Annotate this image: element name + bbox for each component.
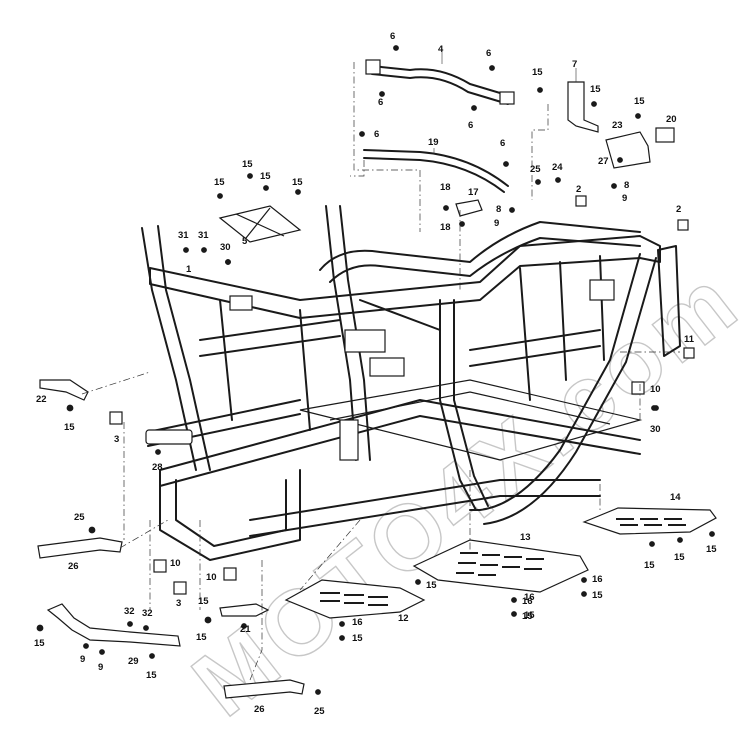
callout-18: 18 xyxy=(440,182,451,193)
callout-6: 6 xyxy=(468,120,473,131)
callout-15: 15 xyxy=(146,670,157,681)
part-17-bracket xyxy=(455,199,483,217)
callout-3: 3 xyxy=(114,434,119,445)
part-10-pads xyxy=(575,195,695,395)
callout-14: 14 xyxy=(670,492,681,503)
callout-30: 30 xyxy=(650,424,661,435)
callout-6: 6 xyxy=(500,138,505,149)
callout-30: 30 xyxy=(220,242,231,253)
callout-28: 28 xyxy=(152,462,163,473)
callout-15: 15 xyxy=(242,159,253,170)
part-23-bracket xyxy=(605,127,675,169)
callout-15: 15 xyxy=(198,596,209,607)
part-14-skid-plate xyxy=(582,507,717,535)
callout-25: 25 xyxy=(530,164,541,175)
callout-11: 11 xyxy=(684,334,695,345)
callout-9: 9 xyxy=(80,654,85,665)
callout-8: 8 xyxy=(496,204,501,215)
callout-15: 15 xyxy=(522,611,533,622)
main-frame xyxy=(141,205,681,561)
part-21-bracket xyxy=(219,603,270,617)
callout-15: 15 xyxy=(426,580,437,591)
callout-25: 25 xyxy=(314,706,325,717)
callout-19: 19 xyxy=(428,137,439,148)
callout-29: 29 xyxy=(128,656,139,667)
callout-22: 22 xyxy=(36,394,47,405)
callout-16: 16 xyxy=(522,596,533,607)
callout-24: 24 xyxy=(552,162,563,173)
callout-1: 1 xyxy=(186,264,192,275)
watermark: MOTO4X.com xyxy=(175,248,750,736)
callout-15: 15 xyxy=(34,638,45,649)
callout-15: 15 xyxy=(214,177,225,188)
callout-4: 4 xyxy=(438,44,444,55)
part-5-plate xyxy=(218,205,302,243)
part-7-bracket xyxy=(567,81,599,133)
callout-15: 15 xyxy=(590,84,601,95)
part-26-lower-tube xyxy=(223,679,305,699)
callout-6: 6 xyxy=(374,129,379,140)
callout-15: 15 xyxy=(592,590,603,601)
callout-9: 9 xyxy=(494,218,499,229)
callout-20: 20 xyxy=(666,114,677,125)
callout-labels: 6 4 6 6 6 15 7 15 15 20 23 27 6 19 6 25 … xyxy=(34,31,717,717)
callout-13: 13 xyxy=(520,532,531,543)
callout-31: 31 xyxy=(178,230,189,241)
callout-15: 15 xyxy=(292,177,303,188)
callout-32: 32 xyxy=(142,608,153,619)
bolts xyxy=(36,45,715,695)
callout-27: 27 xyxy=(598,156,609,167)
callout-31: 31 xyxy=(198,230,209,241)
callout-2: 2 xyxy=(676,204,681,215)
callout-9: 9 xyxy=(98,662,103,673)
callout-16: 16 xyxy=(524,592,535,603)
part-4-bar xyxy=(365,59,515,105)
callout-17: 17 xyxy=(468,187,479,198)
callout-6: 6 xyxy=(390,31,395,42)
callout-5: 5 xyxy=(242,236,248,247)
callout-16: 16 xyxy=(592,574,603,585)
callout-3: 3 xyxy=(176,598,181,609)
callout-2: 2 xyxy=(576,184,581,195)
part-3-pads xyxy=(109,411,237,595)
callout-15: 15 xyxy=(352,633,363,644)
callout-15: 15 xyxy=(674,552,685,563)
callout-6: 6 xyxy=(378,97,383,108)
part-12-skid-plate xyxy=(284,579,426,619)
part-29-bracket xyxy=(46,603,181,647)
callout-9: 9 xyxy=(622,193,627,204)
callout-15: 15 xyxy=(634,96,645,107)
callout-18: 18 xyxy=(440,222,451,233)
callout-8: 8 xyxy=(624,180,629,191)
callout-25: 25 xyxy=(74,512,85,523)
callout-15: 15 xyxy=(260,171,271,182)
callout-15: 15 xyxy=(64,422,75,433)
part-13-skid-plate xyxy=(412,539,589,593)
callout-16: 16 xyxy=(352,617,363,628)
callout-23: 23 xyxy=(612,120,623,131)
callout-32: 32 xyxy=(124,606,135,617)
callout-21: 21 xyxy=(240,624,251,635)
callout-10: 10 xyxy=(170,558,181,569)
callout-12: 12 xyxy=(398,613,409,624)
callout-15: 15 xyxy=(196,632,207,643)
callout-6: 6 xyxy=(486,48,491,59)
callout-7: 7 xyxy=(572,59,577,70)
part-19-bar xyxy=(363,149,509,193)
callout-15: 15 xyxy=(532,67,543,78)
callout-10: 10 xyxy=(206,572,217,583)
callout-15: 15 xyxy=(524,610,535,621)
part-22-bracket xyxy=(39,379,89,401)
part-26-upper-tube xyxy=(37,537,123,559)
callout-26: 26 xyxy=(254,704,265,715)
callout-15: 15 xyxy=(644,560,655,571)
callout-15: 15 xyxy=(706,544,717,555)
leader-lines xyxy=(81,52,680,681)
callout-10: 10 xyxy=(650,384,661,395)
callout-26: 26 xyxy=(68,561,79,572)
